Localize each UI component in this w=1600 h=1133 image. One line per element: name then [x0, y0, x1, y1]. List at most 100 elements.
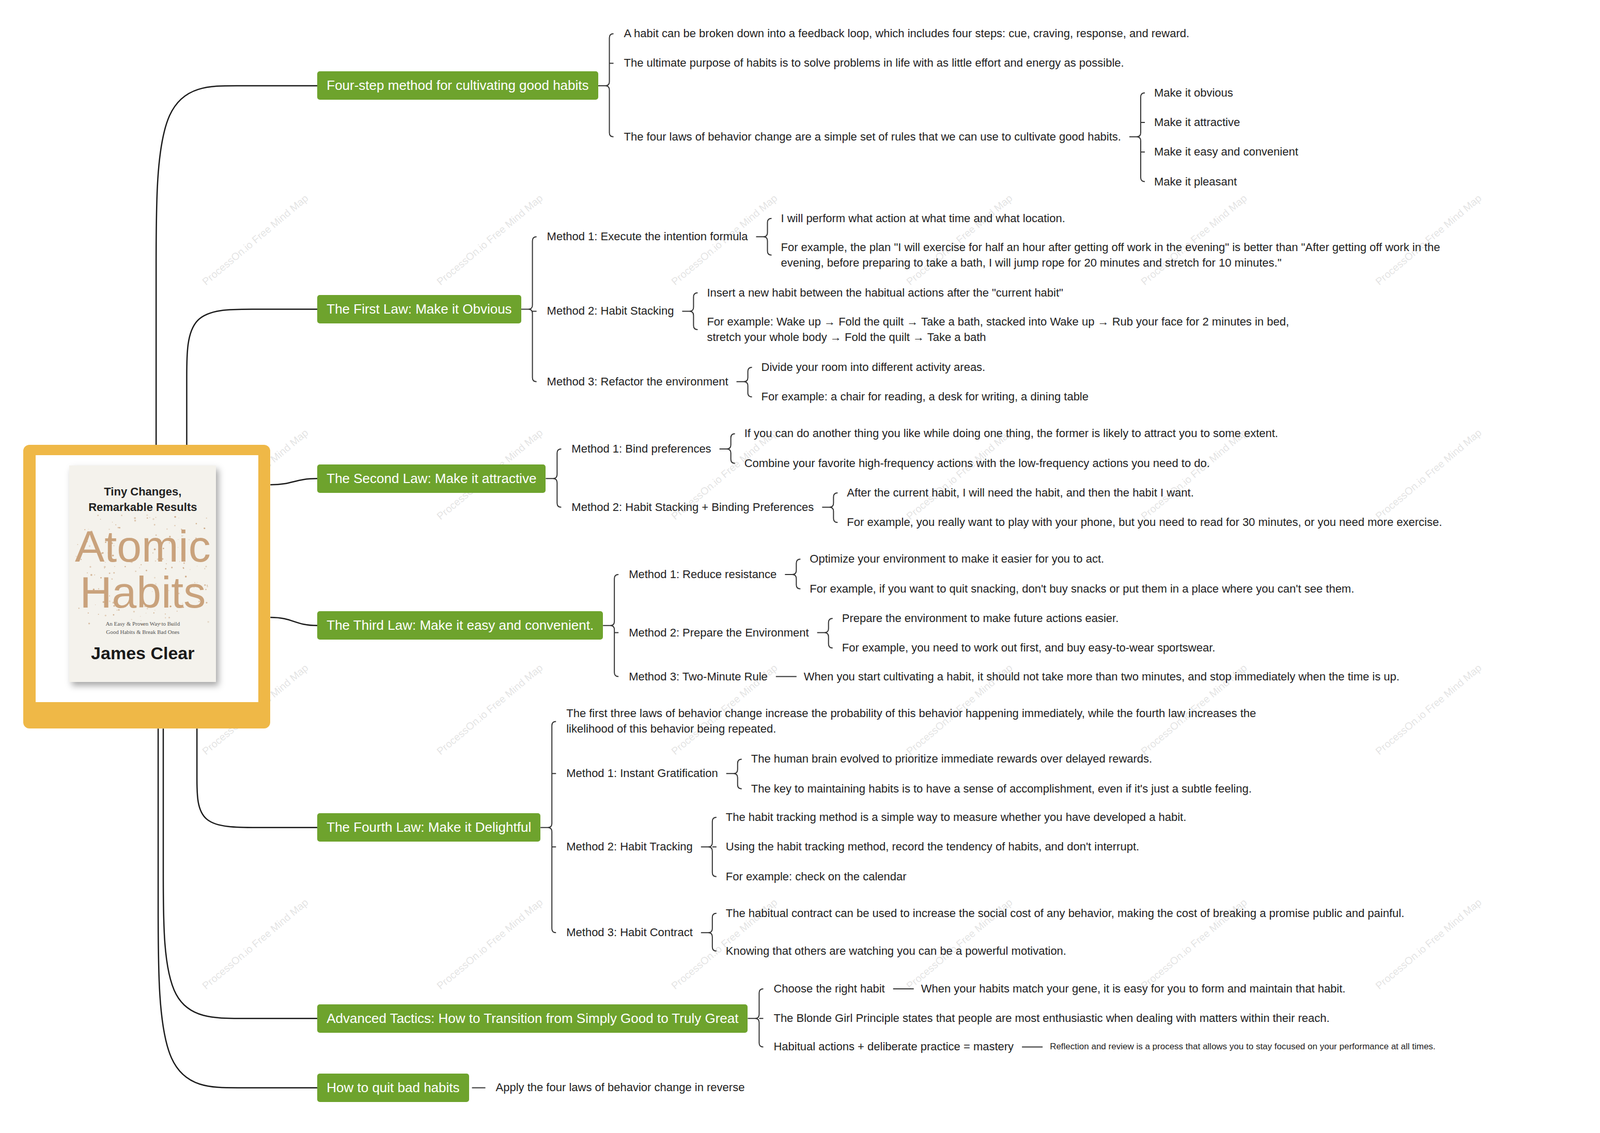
subtopic-text: For example, the plan "I will exercise f…	[781, 239, 1474, 271]
watermark: ProcessOn.io Free Mind Map	[1373, 426, 1485, 523]
branch-connector	[163, 728, 318, 1019]
speckle-dot	[206, 584, 208, 586]
subtopic-text: Method 1: Bind preferences	[571, 441, 711, 457]
subtopic-text: For example: a chair for reading, a desk…	[761, 389, 1089, 405]
leader-line	[472, 1086, 486, 1089]
bracket	[521, 236, 537, 382]
branch-connector	[158, 728, 318, 1088]
subtopic-text: Method 3: Refactor the environment	[547, 374, 729, 390]
branch-connector	[270, 478, 318, 485]
branch-connector	[156, 85, 318, 445]
main-branch-topic: The Third Law: Make it easy and convenie…	[317, 611, 603, 640]
subtopic-text: Method 1: Execute the intention formula	[547, 228, 749, 245]
branch-title: Four-step method for cultivating good ha…	[326, 77, 589, 93]
bracket	[681, 292, 698, 330]
branch-connector	[186, 308, 318, 445]
subtopic-text: Habitual actions + deliberate practice =…	[773, 1038, 1014, 1055]
subtopic-text: The habitual contract can be used to inc…	[725, 905, 1413, 922]
subtopic-text: Optimize your environment to make it eas…	[809, 551, 1105, 567]
speckle-dot	[112, 521, 113, 523]
subtopic-text: Apply the four laws of behavior change i…	[495, 1079, 745, 1096]
subtopic-text: The human brain evolved to prioritize im…	[751, 751, 1153, 767]
bracket	[817, 618, 833, 648]
main-branch-topic: How to quit bad habits	[317, 1073, 469, 1102]
subtopic-text: For example, you need to work out first,…	[842, 640, 1216, 656]
watermark: ProcessOn.io Free Mind Map	[434, 191, 546, 288]
subtopic-text: The ultimate purpose of habits is to sol…	[624, 55, 1125, 71]
watermark: ProcessOn.io Free Mind Map	[199, 895, 311, 992]
speckle-dot	[78, 607, 80, 609]
bracket	[598, 33, 614, 137]
bracket	[545, 448, 562, 508]
subtopic-text: Reflection and review is a process that …	[1049, 1038, 1436, 1055]
watermark: ProcessOn.io Free Mind Map	[434, 661, 546, 758]
main-branch-topic: The Fourth Law: Make it Delightful	[317, 813, 541, 842]
subtopic-text: The key to maintaining habits is to have…	[751, 781, 1252, 797]
subtopic-text: For example, you really want to play wit…	[846, 514, 1442, 531]
speckle-dot	[207, 620, 210, 624]
branch-title: The Second Law: Make it attractive	[326, 470, 537, 487]
main-branch-topic: Advanced Tactics: How to Transition from…	[317, 1004, 748, 1033]
speckle-dot	[140, 615, 142, 617]
speckle-dot	[155, 516, 157, 518]
subtopic-text: Combine your favorite high-frequency act…	[744, 455, 1210, 472]
subtopic-text: Method 3: Habit Contract	[566, 924, 693, 941]
subtopic-text: Method 1: Instant Gratification	[566, 765, 719, 782]
bracket	[701, 817, 717, 877]
bracket	[747, 988, 764, 1048]
branch-title: Advanced Tactics: How to Transition from…	[326, 1010, 739, 1027]
speckle-dot	[131, 618, 133, 620]
book-cover: Tiny Changes, Remarkable ResultsAtomic H…	[69, 465, 216, 682]
subtopic-text: Insert a new habit between the habitual …	[706, 285, 1064, 301]
speckle-dot	[146, 514, 148, 516]
subtopic-text: Method 2: Prepare the Environment	[628, 625, 810, 641]
book-tagline: Tiny Changes, Remarkable Results	[78, 484, 208, 516]
subtopic-text: The four laws of behavior change are a s…	[624, 129, 1122, 145]
subtopic-text: Method 3: Two-Minute Rule	[628, 669, 768, 685]
watermark: ProcessOn.io Free Mind Map	[1138, 191, 1250, 288]
book-subtitle: An Easy & Proven Way to Build Good Habit…	[102, 619, 183, 636]
speckle-dot	[206, 601, 208, 604]
subtopic-text: When you start cultivating a habit, it s…	[803, 669, 1400, 685]
leader-line	[1021, 1046, 1043, 1048]
subtopic-text: The Blonde Girl Principle states that pe…	[773, 1010, 1330, 1027]
branch-title: How to quit bad habits	[326, 1079, 460, 1096]
bracket	[736, 367, 753, 397]
leader-line	[775, 676, 797, 678]
subtopic-text: Method 2: Habit Tracking	[566, 839, 693, 855]
subtopic-text: Choose the right habit	[773, 981, 885, 997]
main-branch-topic: The First Law: Make it Obvious	[317, 294, 521, 324]
branch-title: The Fourth Law: Make it Delightful	[326, 819, 532, 835]
speckle-dot	[152, 518, 155, 521]
main-branch-topic: The Second Law: Make it attractive	[317, 464, 546, 493]
branch-connector	[270, 617, 318, 626]
subtopic-text: Method 2: Habit Stacking	[547, 303, 675, 319]
watermark: ProcessOn.io Free Mind Map	[903, 426, 1015, 523]
subtopic-text: I will perform what action at what time …	[781, 210, 1066, 227]
speckle-dot	[121, 514, 123, 517]
speckle-dot	[174, 515, 177, 518]
subtopic-text: Make it easy and convenient	[1154, 144, 1299, 160]
subtopic-text: For example, if you want to quit snackin…	[809, 581, 1355, 597]
subtopic-text: For example: Wake up → Fold the quilt → …	[706, 314, 1307, 346]
branch-title: The First Law: Make it Obvious	[326, 301, 512, 317]
subtopic-text: If you can do another thing you like whi…	[744, 425, 1279, 442]
speckle-dot	[134, 519, 137, 522]
bracket	[602, 574, 619, 677]
watermark: ProcessOn.io Free Mind Map	[1138, 426, 1250, 523]
bracket	[821, 492, 838, 523]
subtopic-text: A habit can be broken down into a feedba…	[624, 25, 1190, 42]
central-topic: Tiny Changes, Remarkable ResultsAtomic H…	[23, 444, 271, 729]
bracket	[756, 218, 772, 256]
main-branch-topic: Four-step method for cultivating good ha…	[317, 71, 598, 100]
subtopic-text: Using the habit tracking method, record …	[725, 839, 1140, 855]
bracket	[540, 721, 556, 933]
leader-line	[893, 988, 914, 990]
watermark: ProcessOn.io Free Mind Map	[903, 191, 1015, 288]
speckle-dot	[88, 622, 90, 625]
subtopic-text: Method 2: Habit Stacking + Binding Prefe…	[571, 499, 814, 516]
speckle-dot	[149, 516, 151, 518]
branch-title: The Third Law: Make it easy and convenie…	[326, 617, 594, 633]
subtopic-text: After the current habit, I will need the…	[846, 485, 1194, 501]
subtopic-text: The habit tracking method is a simple wa…	[725, 809, 1187, 826]
